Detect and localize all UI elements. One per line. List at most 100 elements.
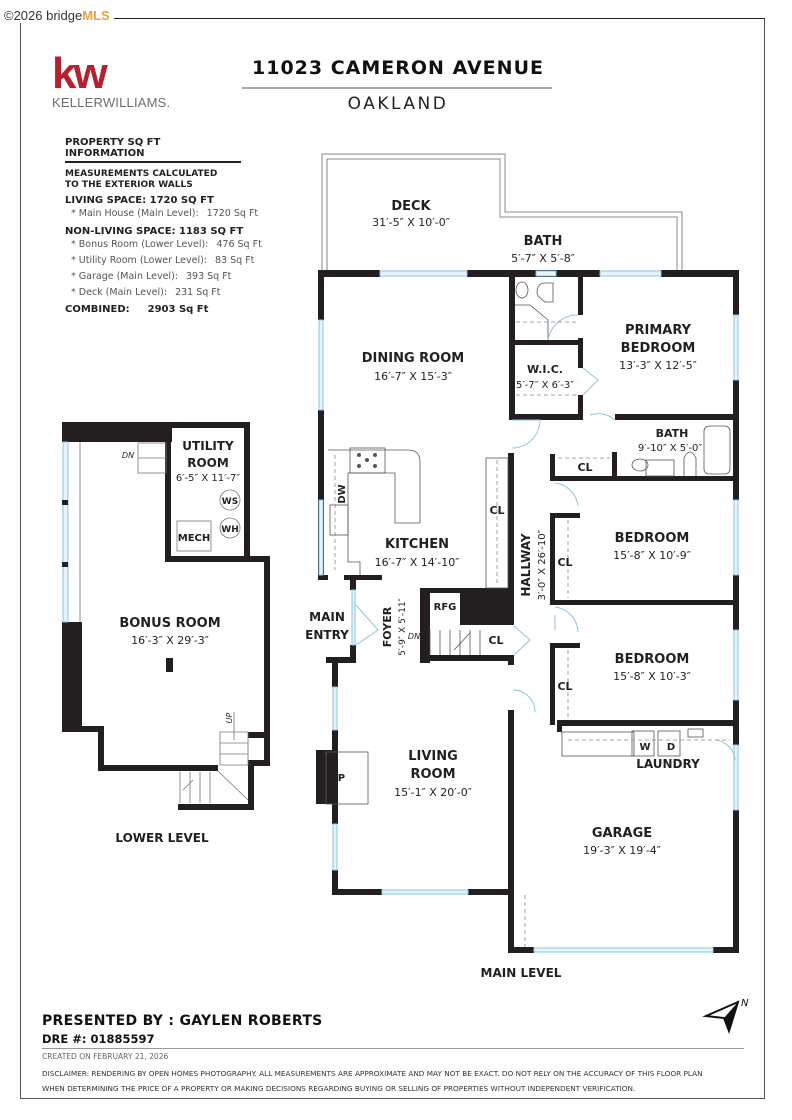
sqft-item-value: 83 Sq Ft [215, 255, 255, 266]
doors [355, 314, 736, 761]
room-utility: UTILITY [182, 439, 234, 453]
room-hallway: HALLWAY [519, 533, 533, 597]
room-bedroom-1: BEDROOM [615, 531, 690, 546]
kw-wordmark: KELLERWILLIAMS. [52, 95, 170, 110]
main-level-label: MAIN LEVEL [481, 966, 562, 980]
created-date: CREATED ON FEBRUARY 21, 2026 [42, 1052, 169, 1061]
fireplace-label: FP [331, 773, 345, 784]
room-bonus-dims: 16′-3″ X 29′-3″ [131, 634, 209, 647]
room-dining: DINING ROOM [362, 351, 464, 366]
disclaimer: DISCLAIMER: RENDERING BY OPEN HOMES PHOT… [42, 1066, 752, 1096]
presented-by: PRESENTED BY : GAYLEN ROBERTS [42, 1013, 323, 1029]
room-main-entry: ENTRY [305, 628, 349, 642]
windows [62, 441, 69, 623]
dre-number: DRE #: 01885597 [42, 1032, 155, 1046]
room-wic-dims: 5′-7″ X 6′-3″ [516, 380, 574, 391]
room-bath-hall: BATH [656, 427, 689, 440]
sqft-item-name: Bonus Room (Lower Level): [78, 239, 209, 250]
room-living-dims: 15′-1″ X 20′-0″ [394, 786, 472, 799]
room-primary-bedroom: PRIMARY [625, 323, 692, 338]
room-labels: DECK 31′-5″ X 10′-0″ BATH 5′-7″ X 5′-8″ … [305, 199, 702, 857]
fixtures [79, 442, 249, 803]
kw-name-light: WILLIAMS. [102, 95, 171, 110]
walls [62, 422, 270, 810]
room-bath-hall-dims: 9′-10″ X 5′-0″ [638, 443, 703, 454]
closet-label: CL [488, 634, 503, 647]
north-arrow-icon: N [702, 998, 749, 1034]
sqft-list-item: * Utility Room (Lower Level):83 Sq Ft [71, 255, 255, 266]
sqft-list-item: * Main House (Main Level):1720 Sq Ft [71, 208, 259, 219]
windows [318, 270, 739, 953]
room-garage-dims: 19′-3″ X 19′-4″ [583, 844, 661, 857]
room-laundry: LAUNDRY [636, 757, 700, 771]
room-bedroom-2: BEDROOM [615, 652, 690, 667]
room-bedroom-2-dims: 15′-8″ X 10′-3″ [613, 670, 691, 683]
room-bedroom-1-dims: 15′-8″ X 10′-9″ [613, 549, 691, 562]
room-deck-dims: 31′-5″ X 10′-0″ [372, 216, 450, 229]
nonliving-space-label: NON-LIVING SPACE: 1183 SQ FT [65, 226, 244, 237]
property-city: OAKLAND [347, 94, 449, 114]
watermark-text: ©2026 bridge [4, 8, 83, 23]
kw-mark: kw [52, 49, 108, 98]
keller-williams-logo: kw KELLERWILLIAMS. [52, 49, 170, 111]
room-kitchen: KITCHEN [385, 537, 449, 552]
sqft-info-panel: PROPERTY SQ FT INFORMATION MEASUREMENTS … [65, 137, 315, 315]
sqft-item-name: Main House (Main Level): [78, 208, 199, 219]
room-foyer-dims: 5′-9″ X 5′-11″ [398, 597, 408, 655]
combined-value: 2903 Sq Ft [147, 304, 209, 315]
fridge-label: RFG [434, 602, 457, 613]
sqft-item-value: 1720 Sq Ft [206, 208, 259, 219]
column [166, 658, 173, 672]
sqft-note: TO THE EXTERIOR WALLS [65, 180, 193, 190]
water-heater-label: WH [221, 525, 238, 535]
watermark-brand: MLS [82, 8, 110, 23]
room-bath-primary-dims: 5′-7″ X 5′-8″ [511, 252, 575, 265]
room-living: LIVING [408, 749, 458, 764]
closet-label: CL [489, 504, 504, 517]
room-main-entry: MAIN [309, 610, 345, 624]
lower-level-plan: UTILITY ROOM 6′-5″ X 11′-7″ WS WH MECH D… [62, 422, 270, 845]
dishwasher-label: DW [337, 484, 348, 503]
north-label: N [741, 998, 749, 1009]
footer-divider [42, 1048, 744, 1049]
room-utility: ROOM [187, 456, 229, 470]
window-mullions [62, 500, 68, 567]
stairs-down-label: DN [408, 632, 420, 641]
washer-label: W [639, 742, 650, 753]
sqft-item-name: Utility Room (Lower Level): [78, 255, 207, 266]
sqft-list-item: * Garage (Main Level):393 Sq Ft [71, 271, 232, 282]
lower-level-label: LOWER LEVEL [115, 831, 209, 845]
disclaimer-line: WHEN DETERMINING THE PRICE OF A PROPERTY… [42, 1084, 636, 1093]
room-primary-bedroom: BEDROOM [621, 341, 696, 356]
closet-label: CL [557, 556, 572, 569]
stairs-up-label: UP [225, 712, 234, 723]
sqft-item-name: Deck (Main Level): [78, 287, 168, 298]
closet-label: CL [577, 461, 592, 474]
stove-icon [357, 453, 377, 468]
sqft-note: MEASUREMENTS CALCULATED [65, 169, 218, 179]
sqft-item-value: 476 Sq Ft [216, 239, 262, 250]
page-frame [20, 18, 765, 1099]
fridge-box [430, 593, 460, 619]
room-utility-dims: 6′-5″ X 11′-7″ [176, 473, 241, 484]
room-labels: UTILITY ROOM 6′-5″ X 11′-7″ WS WH MECH D… [119, 439, 240, 723]
room-garage: GARAGE [592, 826, 652, 841]
room-foyer: FOYER [381, 606, 394, 647]
sqft-list-item: * Deck (Main Level):231 Sq Ft [71, 287, 221, 298]
room-living: ROOM [410, 767, 455, 782]
room-primary-bedroom-dims: 13′-3″ X 12′-5″ [619, 359, 697, 372]
room-bath-primary: BATH [524, 234, 563, 249]
stairs-down-label: DN [122, 451, 134, 460]
sqft-list-item: * Bonus Room (Lower Level):476 Sq Ft [71, 239, 262, 250]
room-wic: W.I.C. [527, 363, 563, 376]
room-deck: DECK [391, 199, 431, 214]
sqft-info-heading: PROPERTY SQ FT INFORMATION [65, 137, 241, 163]
sqft-item-value: 231 Sq Ft [175, 287, 221, 298]
fixtures [325, 281, 731, 805]
property-address: 11023 CAMERON AVENUE [252, 57, 544, 79]
room-hallway-dims: 3′-0″ X 26′-10″ [537, 529, 548, 600]
sqft-item-value: 393 Sq Ft [185, 271, 232, 282]
main-level-plan: DECK 31′-5″ X 10′-0″ BATH 5′-7″ X 5′-8″ … [305, 153, 739, 980]
title-divider [242, 87, 552, 89]
